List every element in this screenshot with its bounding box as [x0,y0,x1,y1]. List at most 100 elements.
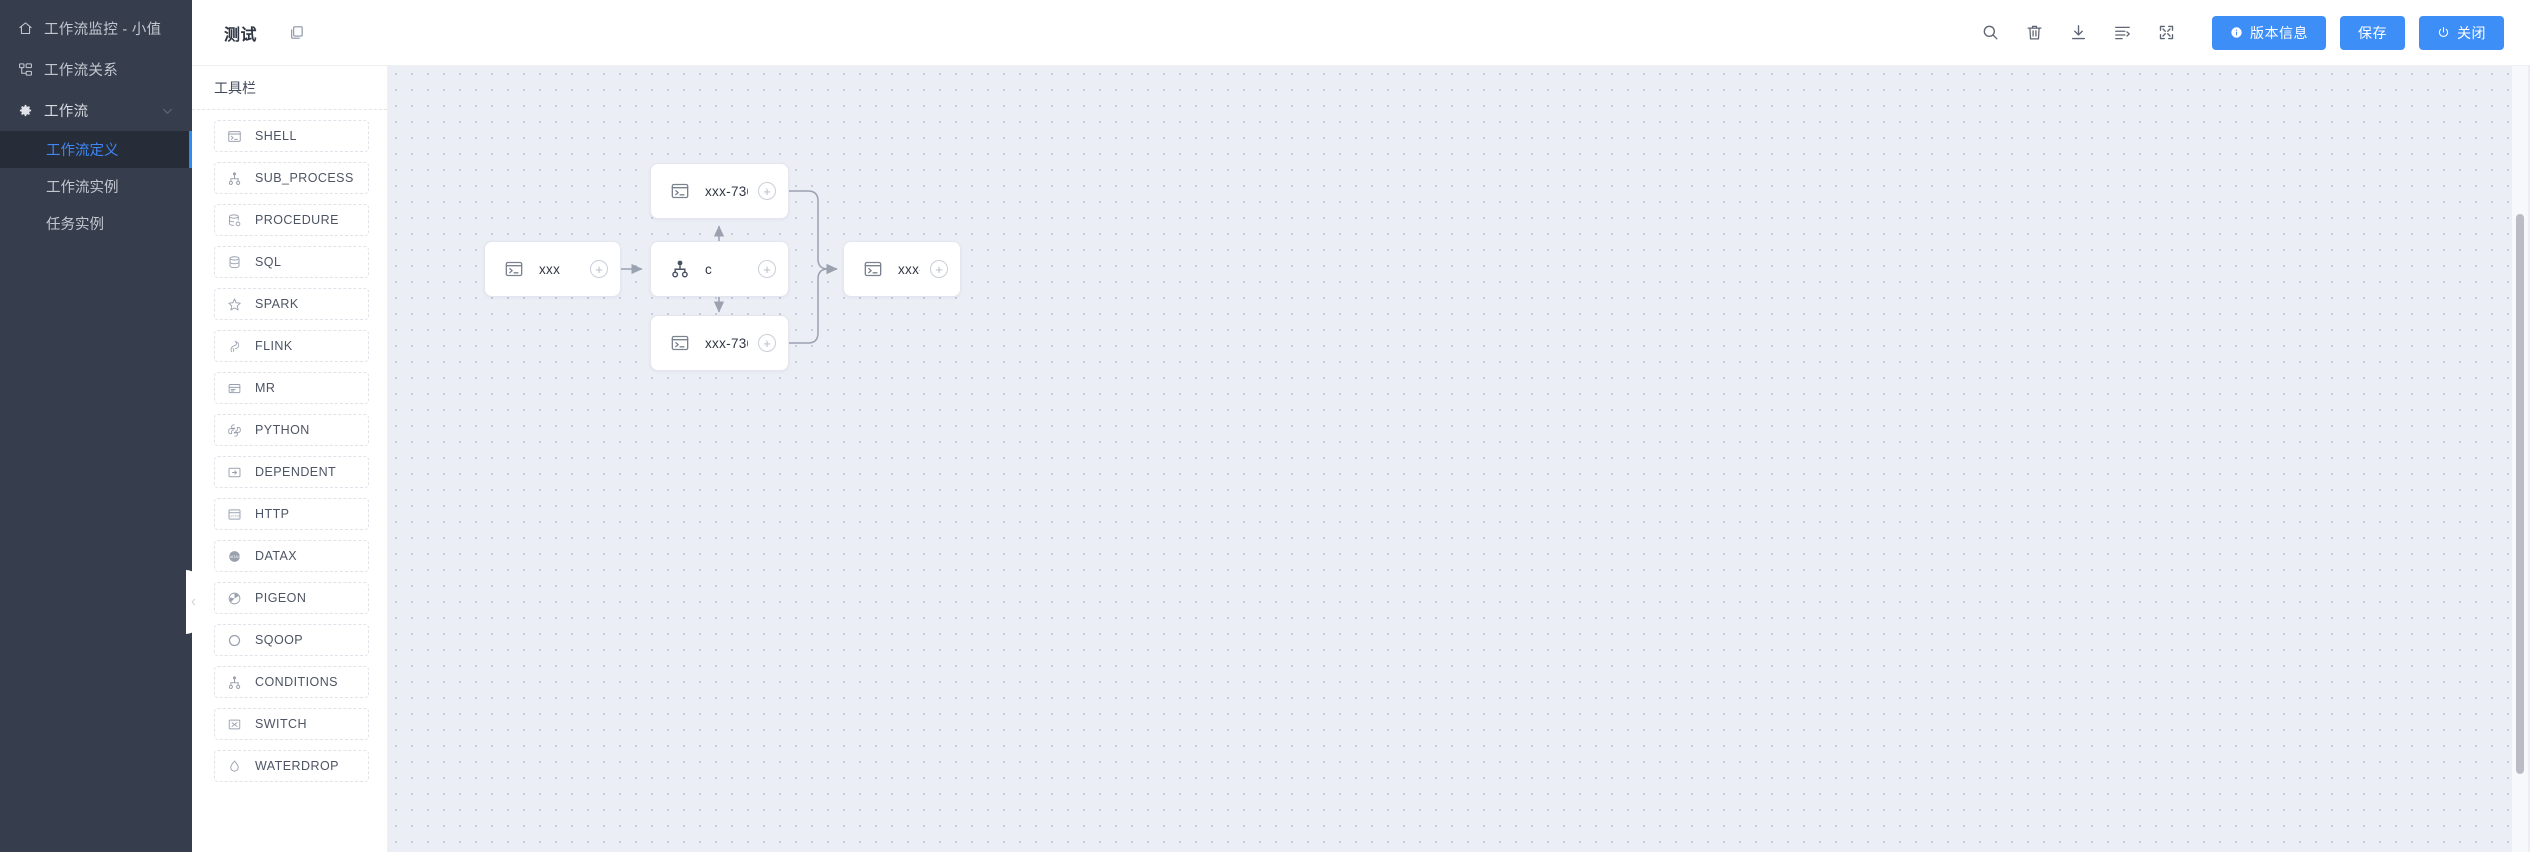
trash-icon[interactable] [2014,13,2054,53]
format-layout-icon[interactable] [2102,13,2142,53]
workflow-node[interactable]: xxx-736od + [650,163,789,219]
copy-icon[interactable] [283,20,309,46]
sidebar-item-label: 工作流关系 [44,63,118,79]
http-icon: HTTP [226,506,243,523]
python-icon [226,422,243,439]
palette-item-shell[interactable]: SHELL [214,120,369,152]
sql-icon [226,254,243,271]
palette-item-python[interactable]: PYTHON [214,414,369,446]
node-add-handle[interactable]: + [930,260,948,278]
workflow-node[interactable]: xxx-736-1133hz + [843,241,961,297]
palette-item-label: CONDITIONS [255,675,338,689]
workflow-node[interactable]: c + [650,241,789,297]
conditions-icon [226,674,243,691]
palette-item-dependent[interactable]: DEPENDENT [214,456,369,488]
flink-squirrel-icon [226,338,243,355]
sidebar-item-label: 工作流 [44,104,89,120]
content-area: 工具栏 SHELL [192,66,2530,852]
fullscreen-icon[interactable] [2146,13,2186,53]
node-add-handle[interactable]: + [590,260,608,278]
node-add-handle[interactable]: + [758,260,776,278]
sidebar-subitem-label: 任务实例 [46,217,104,233]
home-icon [16,20,34,38]
terminal-icon [226,128,243,145]
palette-item-label: HTTP [255,507,290,521]
palette-item-label: WATERDROP [255,759,339,773]
chevron-down-icon[interactable] [161,104,174,117]
spark-star-icon [226,296,243,313]
waterdrop-icon [226,758,243,775]
sub-process-icon [667,256,693,282]
palette-item-label: DATAX [255,549,298,563]
node-add-handle[interactable]: + [758,182,776,200]
palette-item-waterdrop[interactable]: WATERDROP [214,750,369,782]
canvas-vertical-scrollbar[interactable] [2516,214,2524,774]
palette-item-label: SQOOP [255,633,304,647]
palette-item-sql[interactable]: SQL [214,246,369,278]
workflow-node-label: c [705,261,713,277]
workflow-canvas[interactable]: xxx + c + [388,66,2530,852]
info-icon [2230,26,2243,39]
palette-item-http[interactable]: HTTP HTTP [214,498,369,530]
sidebar: 工作流监控 - 小值 工作流关系 工作流 [0,0,192,852]
palette-item-flink[interactable]: FLINK [214,330,369,362]
palette-item-spark[interactable]: SPARK [214,288,369,320]
power-icon [2437,26,2450,39]
workflow-node[interactable]: xxx-736-41v2yu + [650,315,789,371]
terminal-icon [667,178,693,204]
sidebar-item-label: 工作流监控 - 小值 [44,22,162,38]
main-area: 测试 [192,0,2530,852]
palette-item-switch[interactable]: SWITCH [214,708,369,740]
palette-item-label: SQL [255,255,282,269]
palette-item-label: DEPENDENT [255,465,337,479]
save-label: 保存 [2358,24,2387,41]
sidebar-subitem-label: 工作流实例 [46,180,119,196]
workflow-node[interactable]: xxx + [484,241,621,297]
canvas-inner: xxx + c + [388,66,2530,852]
sub-process-icon [226,170,243,187]
sidebar-item-workflow-definition[interactable]: 工作流定义 [0,131,192,168]
node-add-handle[interactable]: + [758,334,776,352]
save-button[interactable]: 保存 [2340,15,2405,50]
dependent-icon [226,464,243,481]
sidebar-item-workflow-monitor[interactable]: 工作流监控 - 小值 [0,8,192,49]
download-icon[interactable] [2058,13,2098,53]
palette-item-pigeon[interactable]: PIGEON [214,582,369,614]
sidebar-item-task-instance[interactable]: 任务实例 [0,205,192,242]
terminal-icon [667,330,693,356]
palette-item-label: SPARK [255,297,299,311]
palette-item-procedure[interactable]: PROCEDURE [214,204,369,236]
palette-item-mr[interactable]: MR [214,372,369,404]
task-palette: 工具栏 SHELL [192,66,388,852]
palette-item-label: SWITCH [255,717,307,731]
palette-item-label: PYTHON [255,423,310,437]
workflow-node-label: xxx-736-41v2yu [705,335,748,351]
close-label: 关闭 [2457,24,2486,41]
svg-text:DATAX: DATAX [228,554,241,558]
palette-item-conditions[interactable]: CONDITIONS [214,666,369,698]
sidebar-item-workflow-group[interactable]: 工作流 [0,90,192,131]
palette-item-datax[interactable]: DATAX DATAX [214,540,369,572]
palette-item-sub-process[interactable]: SUB_PROCESS [214,162,369,194]
search-icon[interactable] [1970,13,2010,53]
mr-icon [226,380,243,397]
workflow-node-label: xxx [539,261,561,277]
sidebar-collapse-handle[interactable] [186,570,200,634]
close-button[interactable]: 关闭 [2419,15,2504,50]
pigeon-icon [226,590,243,607]
palette-item-label: MR [255,381,276,395]
palette-item-sqoop[interactable]: SQOOP [214,624,369,656]
palette-list: SHELL SUB_PROCESS [192,110,387,852]
page-title: 测试 [224,26,258,44]
version-info-button[interactable]: 版本信息 [2212,15,2326,50]
palette-item-label: PIGEON [255,591,307,605]
workflow-node-label: xxx-736-1133hz [898,261,920,277]
switch-icon [226,716,243,733]
datax-icon: DATAX [226,548,243,565]
sidebar-item-workflow-relation[interactable]: 工作流关系 [0,49,192,90]
sqoop-icon [226,632,243,649]
sitemap-icon [16,61,34,79]
sidebar-item-workflow-instance[interactable]: 工作流实例 [0,168,192,205]
terminal-icon [501,256,527,282]
